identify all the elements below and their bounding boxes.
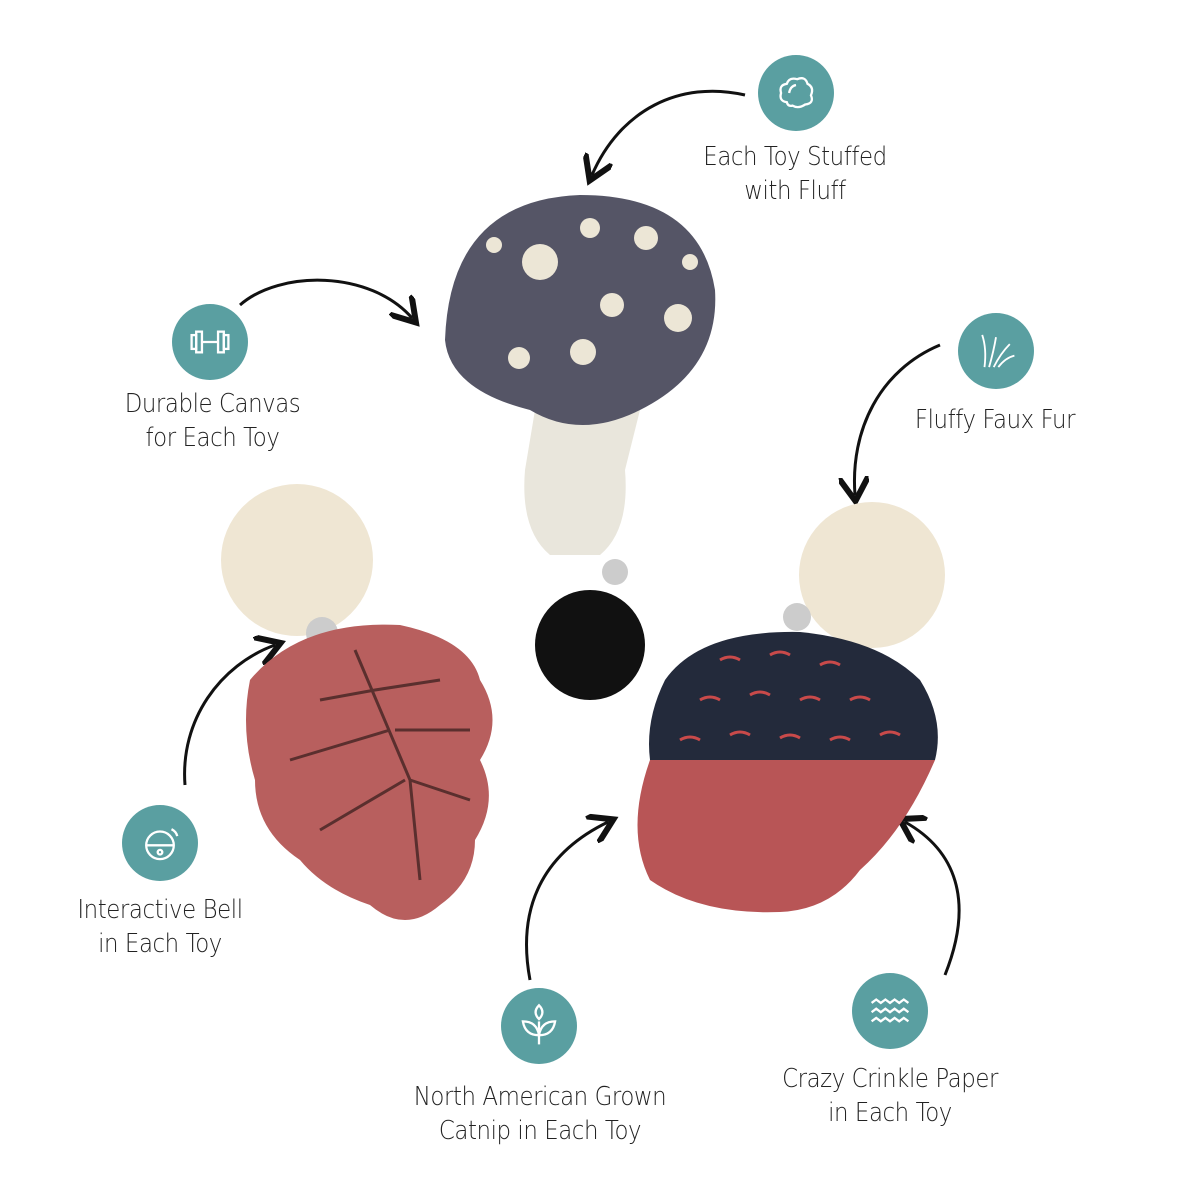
feature-badge-bell xyxy=(122,805,198,881)
feature-label-fur: Fluffy Faux Fur xyxy=(914,405,1076,435)
feature-badge-crinkle xyxy=(852,973,928,1049)
bell-icon xyxy=(145,828,179,861)
feature-badge-catnip xyxy=(501,988,577,1064)
leaf-toy xyxy=(221,484,493,920)
dumbbell-icon xyxy=(190,330,230,354)
feature-badge-fur xyxy=(958,313,1034,389)
arrows xyxy=(183,89,961,981)
mushroom-toy xyxy=(445,195,716,700)
feature-badge-canvas xyxy=(172,304,248,380)
fur-strands-icon xyxy=(981,334,1015,368)
feature-badge-fluff xyxy=(758,55,834,131)
leaf-sprout-icon xyxy=(521,1003,557,1045)
cotton-fluff-icon xyxy=(779,77,814,109)
waves-icon xyxy=(870,998,910,1023)
acorn-toy xyxy=(637,502,945,913)
